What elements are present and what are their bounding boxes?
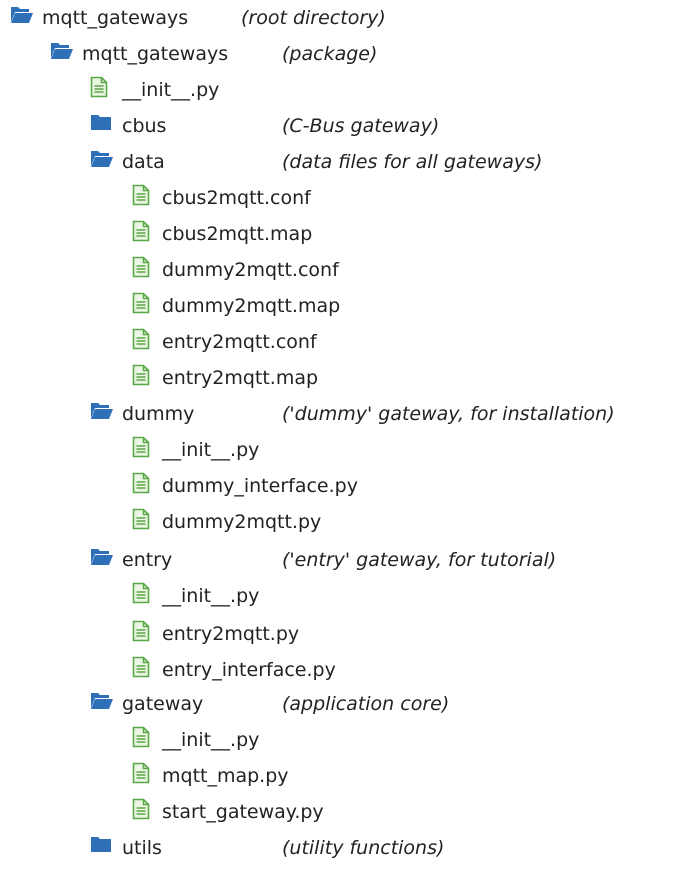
- tree-item-package[interactable]: mqtt_gateways (package): [0, 36, 678, 72]
- tree-item-folder[interactable]: gateway (application core): [0, 686, 678, 722]
- file-icon: [132, 184, 154, 206]
- file-icon: [132, 726, 154, 748]
- tree-item-file[interactable]: entry_interface.py: [0, 652, 678, 688]
- tree-item-root[interactable]: mqtt_gateways (root directory): [0, 0, 678, 36]
- tree-item-note: ('entry' gateway, for tutorial): [282, 549, 557, 571]
- tree-item-label: entry_interface.py: [162, 659, 336, 681]
- file-icon: [132, 256, 154, 278]
- tree-item-label: cbus2mqtt.conf: [162, 187, 311, 209]
- tree-item-note: (data files for all gateways): [282, 151, 543, 173]
- tree-item-note: (package): [282, 43, 378, 65]
- tree-item-file[interactable]: dummy2mqtt.map: [0, 288, 678, 324]
- file-icon: [132, 798, 154, 820]
- tree-item-file[interactable]: __init__.py: [0, 722, 678, 758]
- file-icon: [132, 436, 154, 458]
- file-icon: [132, 472, 154, 494]
- tree-item-label: dummy2mqtt.conf: [162, 259, 339, 281]
- tree-item-label: entry: [122, 549, 173, 571]
- tree-item-label: data: [122, 151, 165, 173]
- tree-item-file[interactable]: entry2mqtt.py: [0, 616, 678, 652]
- tree-item-note: (utility functions): [282, 837, 445, 859]
- tree-item-label: dummy2mqtt.py: [162, 511, 322, 533]
- folder-open-icon: [50, 40, 73, 62]
- tree-item-file[interactable]: dummy_interface.py: [0, 468, 678, 504]
- tree-item-label: entry2mqtt.map: [162, 367, 319, 389]
- tree-item-label: dummy_interface.py: [162, 475, 358, 497]
- tree-item-label: __init__.py: [122, 79, 220, 101]
- folder-open-icon: [90, 690, 113, 712]
- tree-item-file[interactable]: mqtt_map.py: [0, 758, 678, 794]
- tree-item-file[interactable]: cbus2mqtt.map: [0, 216, 678, 252]
- tree-item-folder[interactable]: entry ('entry' gateway, for tutorial): [0, 542, 678, 578]
- tree-item-label: start_gateway.py: [162, 801, 324, 823]
- folder-open-icon: [90, 546, 113, 568]
- tree-item-folder[interactable]: utils (utility functions): [0, 830, 678, 866]
- tree-item-file[interactable]: __init__.py: [0, 578, 678, 614]
- folder-open-icon: [90, 148, 113, 170]
- file-icon: [132, 292, 154, 314]
- tree-item-label: dummy2mqtt.map: [162, 295, 341, 317]
- file-icon: [132, 220, 154, 242]
- folder-open-icon: [90, 400, 113, 422]
- file-icon: [132, 762, 154, 784]
- file-icon: [132, 656, 154, 678]
- tree-item-folder[interactable]: dummy ('dummy' gateway, for installation…: [0, 396, 678, 432]
- tree-item-label: __init__.py: [162, 585, 260, 607]
- tree-item-folder[interactable]: cbus (C-Bus gateway): [0, 108, 678, 144]
- tree-item-file[interactable]: dummy2mqtt.conf: [0, 252, 678, 288]
- tree-item-label: mqtt_gateways: [82, 43, 229, 65]
- tree-item-note: (application core): [282, 693, 450, 715]
- tree-item-label: __init__.py: [162, 729, 260, 751]
- tree-item-file[interactable]: entry2mqtt.conf: [0, 324, 678, 360]
- file-icon: [90, 76, 112, 98]
- file-icon: [132, 508, 154, 530]
- folder-closed-icon: [90, 112, 112, 134]
- tree-item-file[interactable]: cbus2mqtt.conf: [0, 180, 678, 216]
- tree-item-label: cbus: [122, 115, 167, 137]
- tree-item-label: cbus2mqtt.map: [162, 223, 313, 245]
- tree-item-label: dummy: [122, 403, 195, 425]
- tree-item-note: (root directory): [241, 7, 386, 29]
- tree-item-label: mqtt_gateways: [42, 7, 189, 29]
- folder-closed-icon: [90, 834, 112, 856]
- tree-item-folder[interactable]: data (data files for all gateways): [0, 144, 678, 180]
- tree-item-file[interactable]: __init__.py: [0, 432, 678, 468]
- tree-item-note: ('dummy' gateway, for installation): [282, 403, 615, 425]
- tree-item-label: gateway: [122, 693, 204, 715]
- file-icon: [132, 620, 154, 642]
- file-icon: [132, 364, 154, 386]
- tree-item-label: utils: [122, 837, 162, 859]
- tree-item-file[interactable]: dummy2mqtt.py: [0, 504, 678, 540]
- tree-item-file[interactable]: __init__.py: [0, 72, 678, 108]
- tree-item-label: mqtt_map.py: [162, 765, 289, 787]
- tree-item-label: entry2mqtt.conf: [162, 331, 317, 353]
- file-icon: [132, 328, 154, 350]
- tree-item-file[interactable]: start_gateway.py: [0, 794, 678, 830]
- tree-item-note: (C-Bus gateway): [282, 115, 440, 137]
- file-icon: [132, 582, 154, 604]
- folder-open-icon: [10, 4, 33, 26]
- tree-item-label: __init__.py: [162, 439, 260, 461]
- tree-item-file[interactable]: entry2mqtt.map: [0, 360, 678, 396]
- tree-item-label: entry2mqtt.py: [162, 623, 300, 645]
